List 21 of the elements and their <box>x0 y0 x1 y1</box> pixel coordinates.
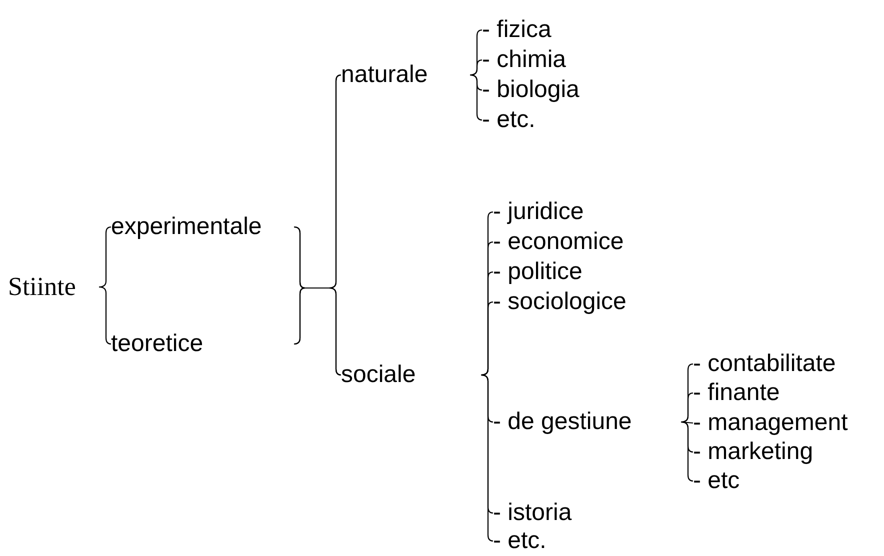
category-text: - istoria <box>493 499 572 527</box>
category-text: - etc. <box>493 527 546 555</box>
category-text: naturale <box>341 61 428 89</box>
category-text: - de gestiune <box>493 408 632 436</box>
category-text: - biologia <box>482 76 580 104</box>
category-text: - sociologice <box>493 288 626 316</box>
category-text: - juridice <box>493 198 584 226</box>
category-text: teoretice <box>111 330 204 358</box>
category-text: - fizica <box>482 16 552 44</box>
category-text: - politice <box>493 258 582 286</box>
category-text: experimentale <box>111 213 262 241</box>
category-text: sociale <box>341 361 416 389</box>
category-text: - economice <box>493 228 624 256</box>
category-text: - chimia <box>482 46 566 74</box>
category-text: - etc <box>693 467 740 495</box>
category-text: - marketing <box>693 438 814 466</box>
category-text: - management <box>693 409 848 437</box>
category-text: - etc. <box>482 106 536 134</box>
category-text: Stiinte <box>8 273 76 301</box>
category-text: - finante <box>693 379 780 407</box>
category-text: - contabilitate <box>693 350 836 378</box>
